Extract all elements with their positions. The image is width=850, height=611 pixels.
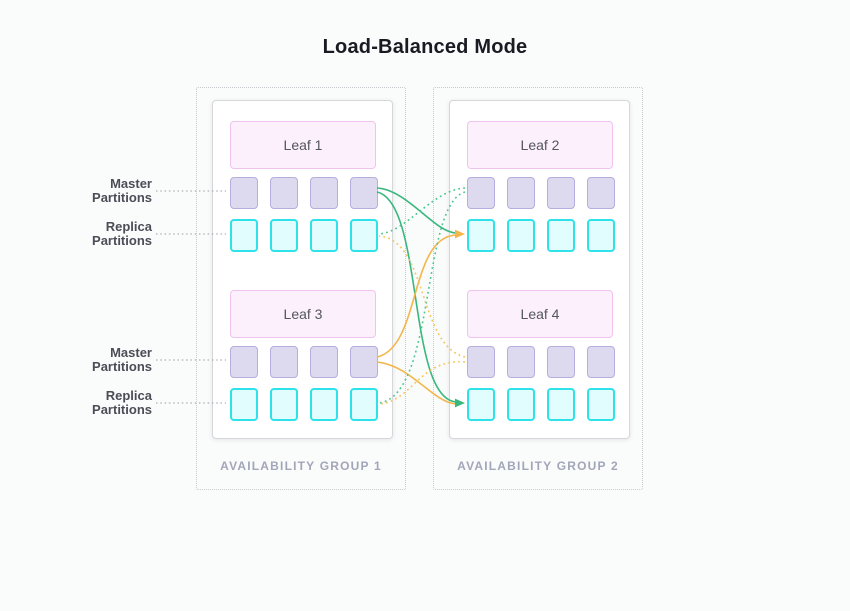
replica-partition-square xyxy=(467,388,495,421)
master-partitions-label-bottom: Master Partitions xyxy=(92,345,152,374)
master-partition-square xyxy=(350,177,378,209)
leaf-1-label: Leaf 1 xyxy=(283,137,323,153)
diagram-title: Load-Balanced Mode xyxy=(322,36,528,58)
leaf-node-card-group1: Leaf 1 Leaf 3 xyxy=(212,100,393,439)
master-partitions-label-top: Master Partitions xyxy=(92,176,152,205)
replica-partition-square xyxy=(230,388,258,421)
master-partition-square xyxy=(467,346,495,378)
availability-group-1: Leaf 1 Leaf 3 AVAILABILITY GROUP 1 xyxy=(196,87,406,490)
replica-partition-square xyxy=(587,388,615,421)
leaf-1-box: Leaf 1 xyxy=(230,121,376,169)
master-partition-square xyxy=(270,346,298,378)
replica-partition-square xyxy=(547,388,575,421)
replica-partition-square xyxy=(270,388,298,421)
leaf-4-box: Leaf 4 xyxy=(467,290,613,338)
availability-group-1-caption: AVAILABILITY GROUP 1 xyxy=(220,459,382,473)
replica-partition-square xyxy=(270,219,298,252)
leaf-4-master-partition-row xyxy=(467,346,615,378)
master-partition-square xyxy=(547,177,575,209)
master-partition-square xyxy=(467,177,495,209)
master-partition-square xyxy=(310,346,338,378)
leaf-1-replica-partition-row xyxy=(230,219,378,252)
master-partition-square xyxy=(310,177,338,209)
replica-partition-square xyxy=(507,219,535,252)
replica-partition-square xyxy=(507,388,535,421)
replica-partition-square xyxy=(350,388,378,421)
leaf-1-master-partition-row xyxy=(230,177,378,209)
master-partition-square xyxy=(507,346,535,378)
replica-partition-square xyxy=(310,388,338,421)
replica-partition-square xyxy=(547,219,575,252)
leaf-3-master-partition-row xyxy=(230,346,378,378)
replica-partition-square xyxy=(587,219,615,252)
leaf-4-label: Leaf 4 xyxy=(520,306,560,322)
leaf-2-box: Leaf 2 xyxy=(467,121,613,169)
leaf-2-label: Leaf 2 xyxy=(520,137,560,153)
master-partition-square xyxy=(270,177,298,209)
leaf-3-replica-partition-row xyxy=(230,388,378,421)
master-partition-square xyxy=(587,346,615,378)
master-partition-square xyxy=(587,177,615,209)
availability-group-2: Leaf 2 Leaf 4 AVAILABILITY GROUP 2 xyxy=(433,87,643,490)
master-partition-square xyxy=(547,346,575,378)
leaf-2-replica-partition-row xyxy=(467,219,615,252)
replica-partitions-label-bottom: Replica Partitions xyxy=(92,388,152,417)
replica-partition-square xyxy=(310,219,338,252)
leaf-3-box: Leaf 3 xyxy=(230,290,376,338)
leaf-4-replica-partition-row xyxy=(467,388,615,421)
replica-partitions-label-top: Replica Partitions xyxy=(92,219,152,248)
master-partition-square xyxy=(350,346,378,378)
leaf-node-card-group2: Leaf 2 Leaf 4 xyxy=(449,100,630,439)
master-partition-square xyxy=(230,346,258,378)
availability-group-2-caption: AVAILABILITY GROUP 2 xyxy=(457,459,619,473)
master-partition-square xyxy=(230,177,258,209)
replica-partition-square xyxy=(230,219,258,252)
leaf-2-master-partition-row xyxy=(467,177,615,209)
replica-partition-square xyxy=(350,219,378,252)
master-partition-square xyxy=(507,177,535,209)
leaf-3-label: Leaf 3 xyxy=(283,306,323,322)
replica-partition-square xyxy=(467,219,495,252)
